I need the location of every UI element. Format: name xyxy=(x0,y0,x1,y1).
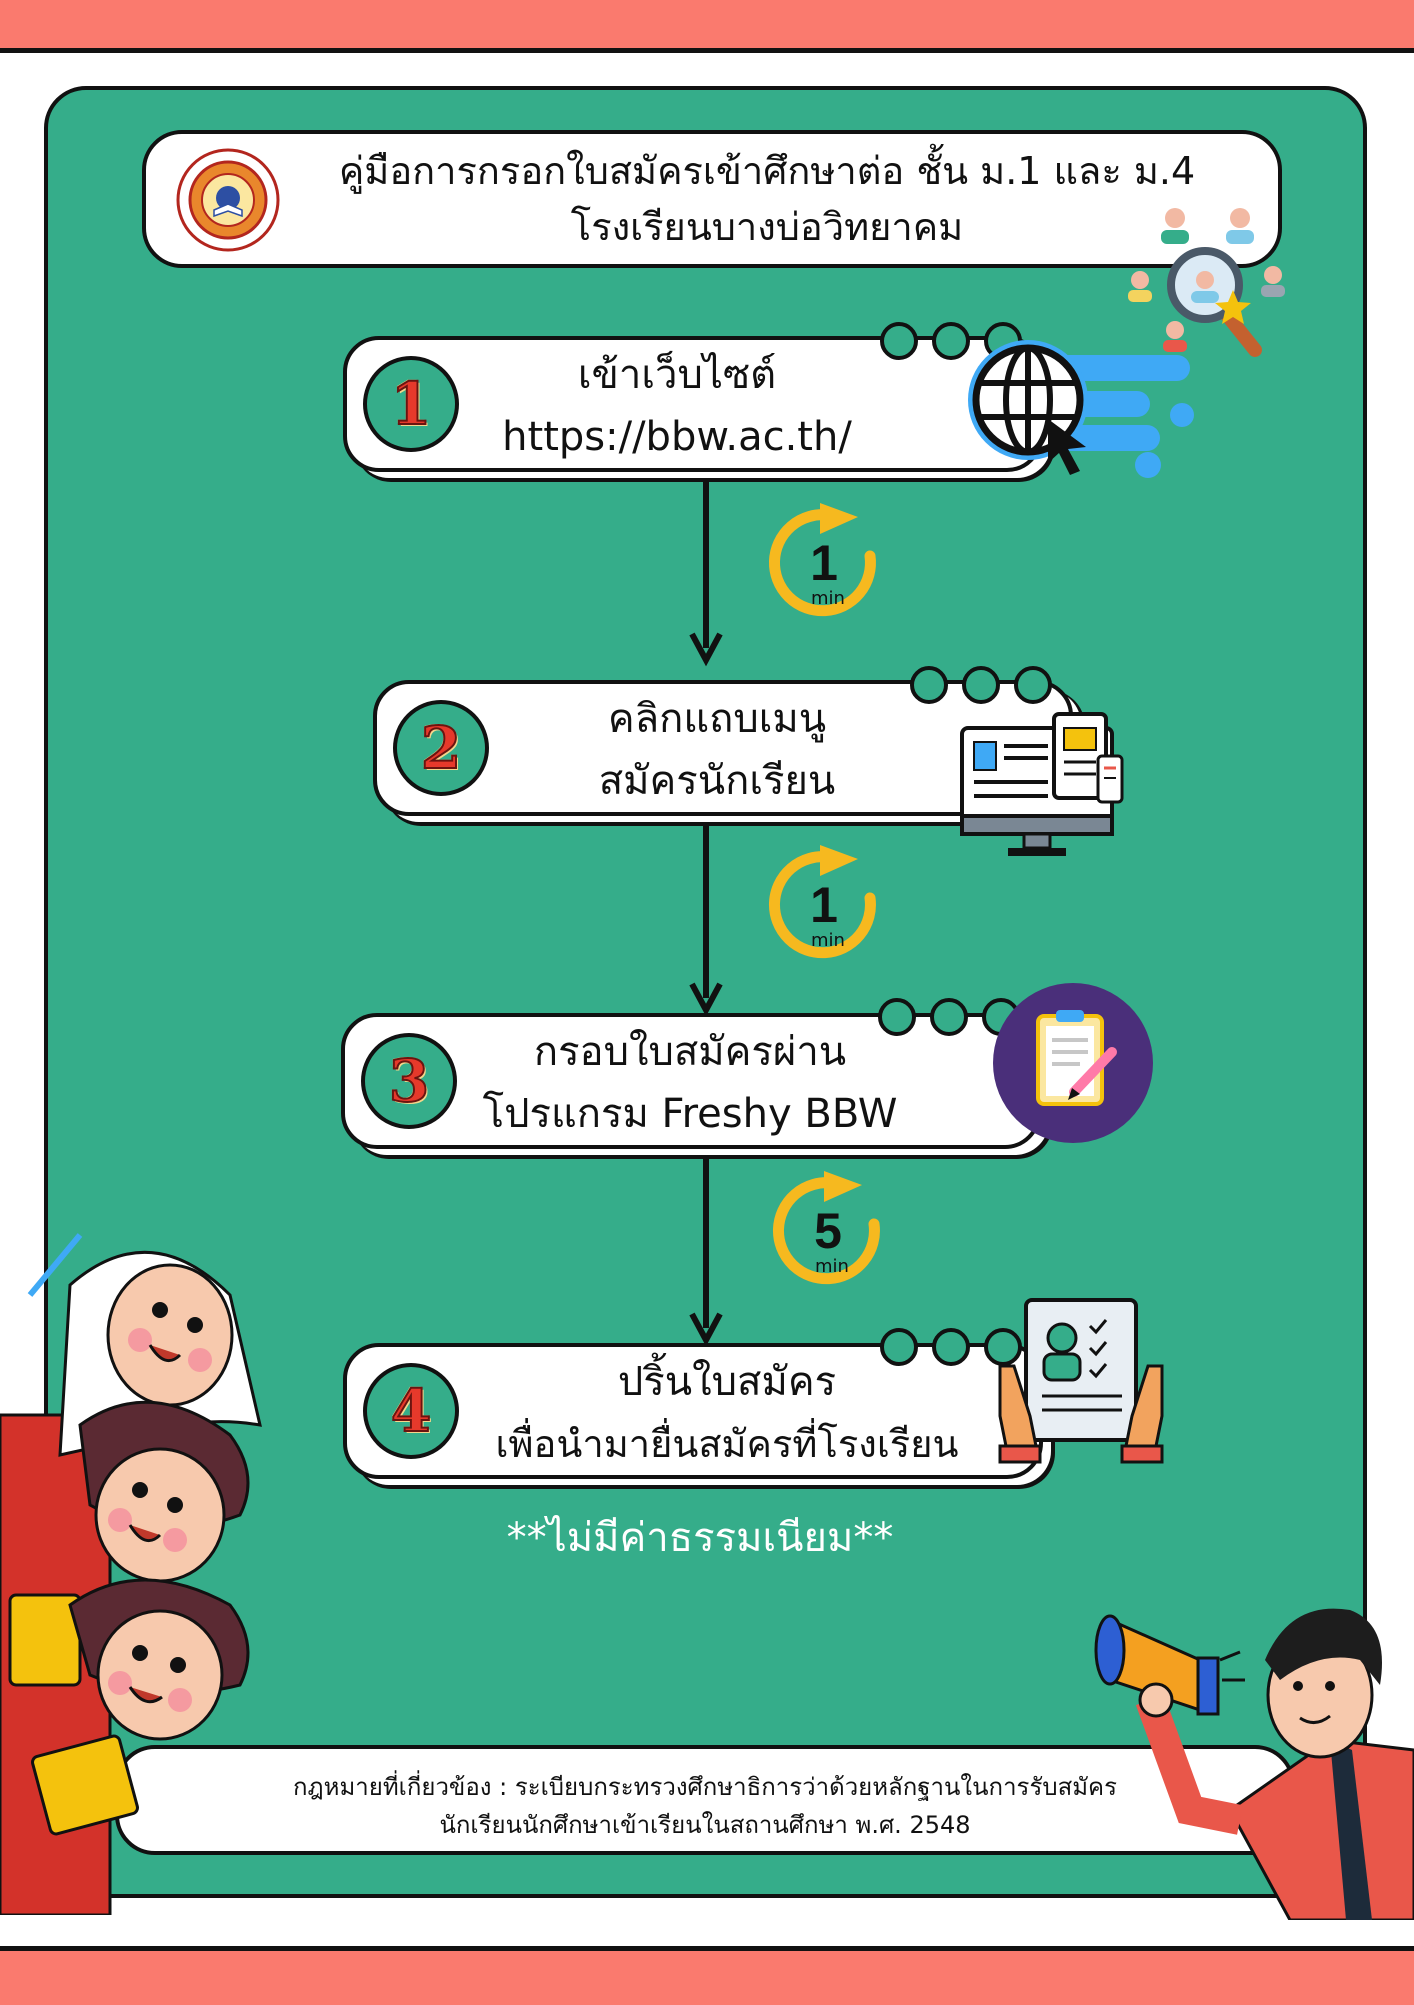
school-name: โรงเรียนบางบ่อวิทยาคม xyxy=(570,205,964,249)
school-logo-icon xyxy=(176,148,280,252)
students-illustration xyxy=(0,1233,262,1915)
computer-screen-icon xyxy=(960,712,1124,856)
page-title: คู่มือการกรอกใบสมัครเข้าศึกษาต่อ ชั้น ม.… xyxy=(338,149,1196,193)
timer-unit: min xyxy=(811,930,845,951)
no-fee-note: **ไม่มีค่าธรรมเนียม** xyxy=(506,1515,894,1561)
step-url: https://bbw.ac.th/ xyxy=(502,414,852,460)
title-banner: คู่มือการกรอกใบสมัครเข้าศึกษาต่อ ชั้น ม.… xyxy=(142,130,1282,268)
bottom-band xyxy=(0,1946,1414,2005)
step-4-dots xyxy=(880,1328,1022,1366)
legal-reference-line2: นักเรียนนักศึกษาเข้าเรียนในสถานศึกษา พ.ศ… xyxy=(439,1811,971,1839)
step-title: กรอบใบสมัครผ่าน xyxy=(533,1029,847,1075)
step-number: 3 xyxy=(361,1033,457,1129)
step-number: 1 xyxy=(363,356,459,452)
step-1-card: 1 เข้าเว็บไซต์ https://bbw.ac.th/ xyxy=(343,336,1043,472)
step-subtitle: สมัครนักเรียน xyxy=(598,758,836,804)
timer-value: 1 xyxy=(810,535,838,591)
step-subtitle: เพื่อนำมายื่นสมัครที่โรงเรียน xyxy=(495,1422,959,1466)
legal-reference-line1: กฎหมายที่เกี่ยวข้อง : ระเบียบกระทรวงศึกษ… xyxy=(293,1773,1117,1801)
timer-value: 1 xyxy=(810,877,838,933)
timer-unit: min xyxy=(815,1256,849,1277)
clipboard-pen-icon xyxy=(993,983,1153,1143)
step-2-card: 2 คลิกแถบเมนู สมัครนักเรียน xyxy=(373,680,1073,816)
people-search-icon xyxy=(1128,208,1285,357)
step-subtitle: โปรแกรม Freshy BBW xyxy=(482,1091,898,1137)
step-number: 4 xyxy=(363,1363,459,1459)
application-form-icon xyxy=(998,1298,1164,1464)
step-title: ปริ้นใบสมัคร xyxy=(617,1359,837,1405)
timer-2: 1 min xyxy=(758,840,888,974)
step-3-dots xyxy=(878,998,1020,1036)
flow-connectors xyxy=(689,470,723,1347)
timer-3: 5 min xyxy=(762,1166,892,1300)
timer-unit: min xyxy=(811,588,845,609)
step-title: เข้าเว็บไซต์ xyxy=(577,352,777,398)
megaphone-man-illustration xyxy=(1094,1608,1414,1920)
step-number: 2 xyxy=(393,700,489,796)
step-title: คลิกแถบเมนู xyxy=(607,696,827,742)
globe-cursor-icon xyxy=(968,340,1194,478)
step-4-card: 4 ปริ้นใบสมัคร เพื่อนำมายื่นสมัครที่โรงเ… xyxy=(343,1343,1043,1479)
legal-reference-box: กฎหมายที่เกี่ยวข้อง : ระเบียบกระทรวงศึกษ… xyxy=(115,1745,1295,1855)
timer-1: 1 min xyxy=(758,498,888,632)
step-3-card: 3 กรอบใบสมัครผ่าน โปรแกรม Freshy BBW xyxy=(341,1013,1041,1149)
step-2-dots xyxy=(910,666,1052,704)
top-band xyxy=(0,0,1414,53)
timer-value: 5 xyxy=(814,1203,842,1259)
